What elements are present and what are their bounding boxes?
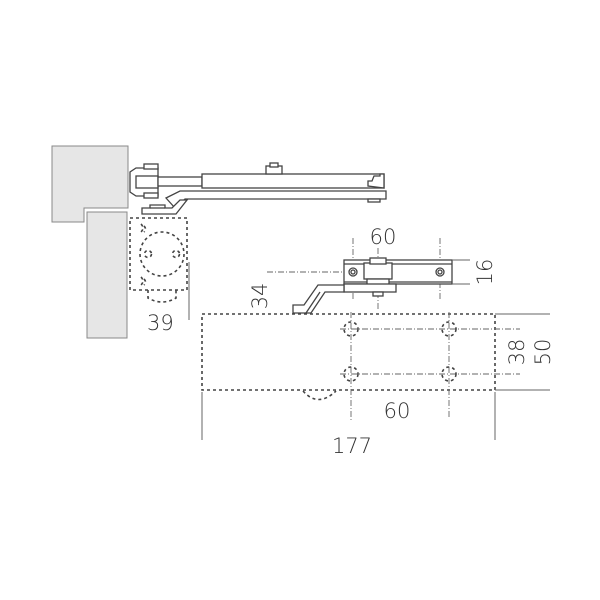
dim-60-bracket: 60 [370,225,397,249]
dim-50: 50 [531,339,555,366]
arm-shoe-bracket [267,238,470,314]
dim-177: 177 [332,434,372,458]
dim-39: 39 [147,311,174,335]
closer-body-plan-view [201,312,550,440]
dim-60-body: 60 [384,399,411,423]
dim-38: 38 [505,339,529,366]
dim-34: 34 [248,283,272,310]
closer-arm-assembly [129,162,387,215]
closer-body-side-view [129,217,190,320]
dim-16: 16 [473,259,497,286]
door-frame [51,145,129,339]
